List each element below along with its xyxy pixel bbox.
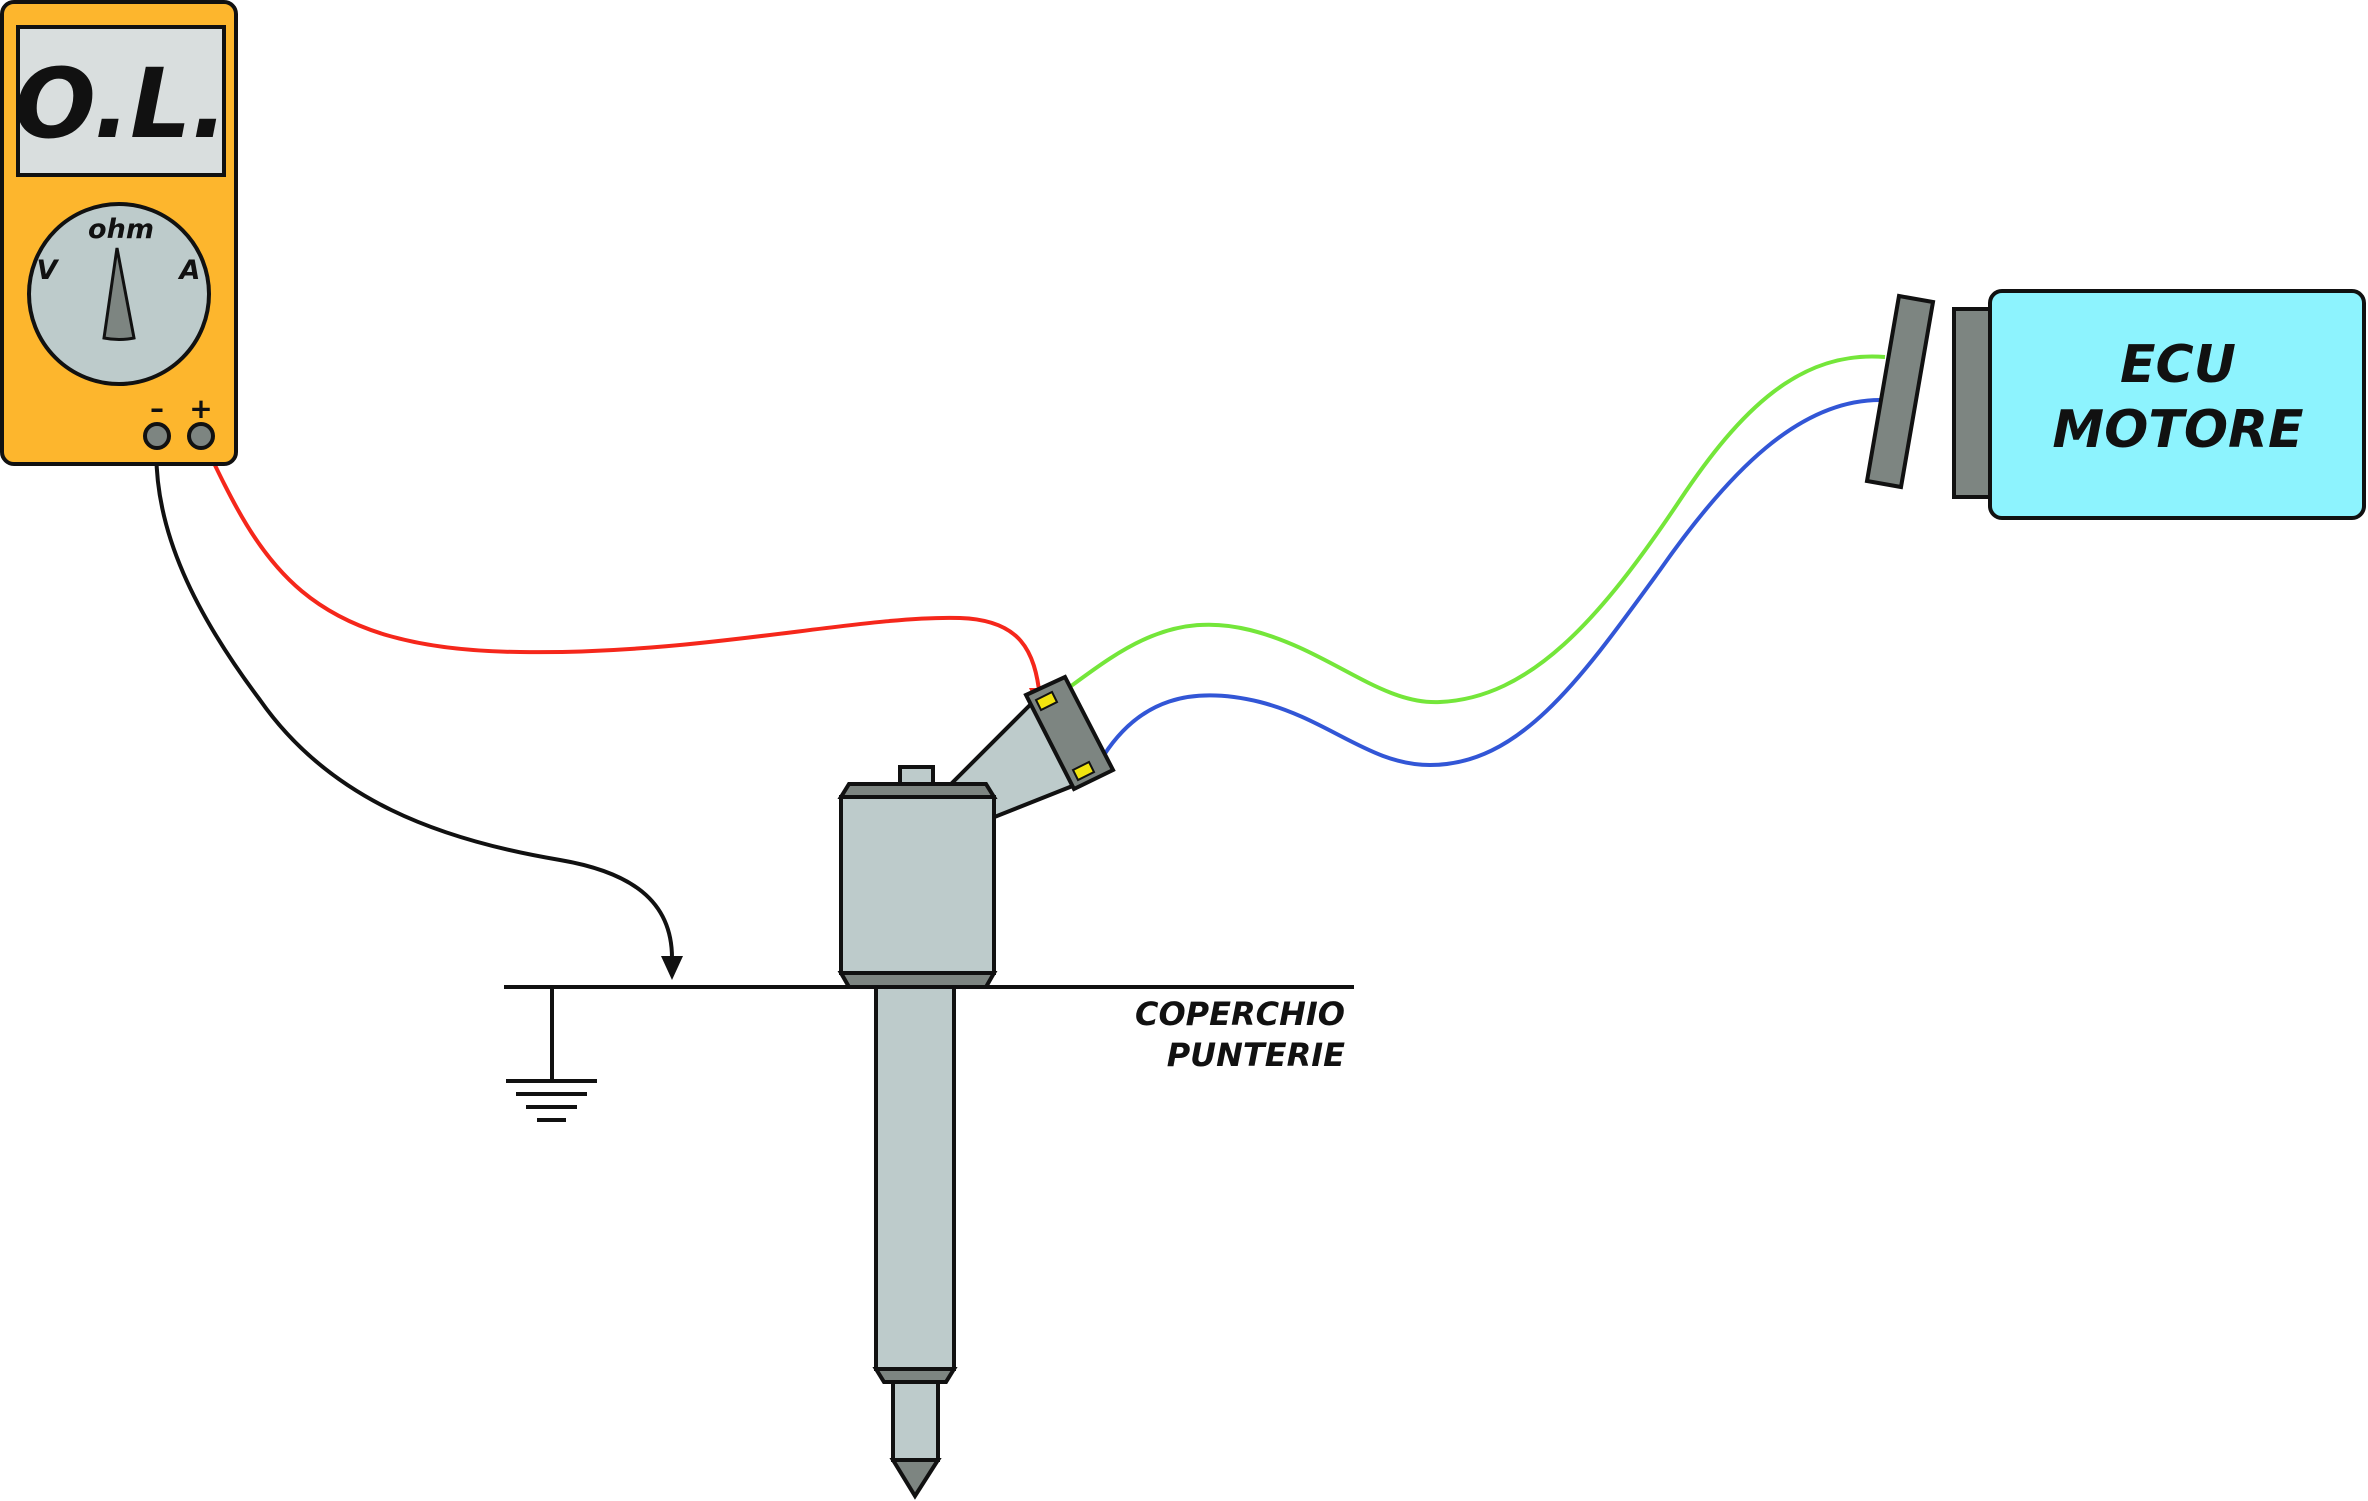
cover-label-line2: PUNTERIE (1167, 1036, 1345, 1074)
injector-shaft (874, 985, 956, 1371)
ecu-body (1988, 289, 2366, 520)
terminal-negative-label: – (150, 392, 164, 425)
ground-symbol (506, 987, 597, 1122)
multimeter-reading: O.L. (14, 48, 228, 160)
terminal-negative-jack[interactable] (143, 422, 171, 450)
dial-pointer (102, 247, 136, 341)
cover-label-line1: COPERCHIO (1135, 995, 1345, 1033)
harness-blue-wire (1102, 398, 1881, 768)
multimeter: O.L. ohm V A – + (0, 0, 238, 466)
multimeter-screen (16, 25, 226, 177)
dial-label-volt: V (37, 255, 60, 286)
injector-main-body (839, 795, 996, 975)
ecu-label-line2: MOTORE (2052, 400, 2303, 460)
ecu-socket (1952, 307, 1992, 499)
ecu-harness-plug (1864, 293, 1936, 490)
probe-negative-arrowhead (661, 956, 683, 980)
ecu: ECU MOTORE (1864, 289, 2366, 520)
probe-positive-wire (199, 435, 1042, 699)
dial-label-ohm: ohm (88, 214, 154, 245)
injector-shaft-chamfer (872, 1367, 958, 1384)
terminal-positive-jack[interactable] (187, 422, 215, 450)
probe-negative-wire (154, 435, 674, 959)
connector-pin-1 (1034, 690, 1059, 712)
ecu-label-line1: ECU (2120, 335, 2236, 395)
connector-pin-2 (1071, 760, 1096, 782)
harness-green-wire (1061, 354, 1886, 705)
injector (837, 674, 1116, 1500)
injector-bottom-chamfer (837, 971, 998, 989)
terminal-positive-label: + (189, 392, 212, 425)
dial-label-amp: A (178, 255, 201, 286)
injector-nozzle (891, 1380, 940, 1462)
wires (154, 354, 1886, 980)
valve-cover: COPERCHIO PUNTERIE (504, 985, 1354, 1074)
injector-nozzle-tip (889, 1458, 942, 1500)
